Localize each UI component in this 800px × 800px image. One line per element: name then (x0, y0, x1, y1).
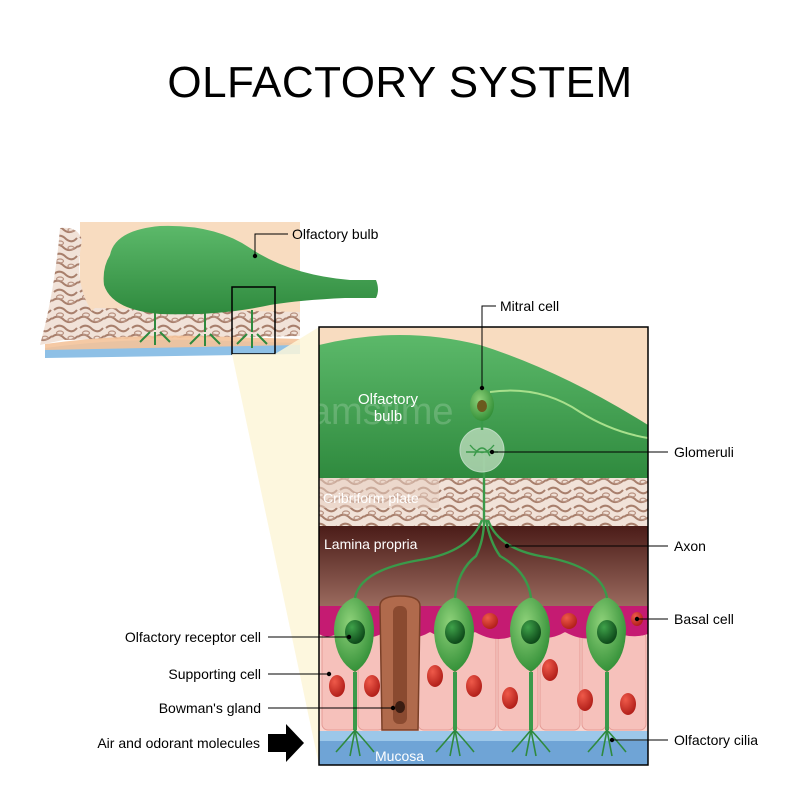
label-axon: Axon (674, 538, 706, 554)
detail-panel: dreamstime Olfactory bulb Cribriform pla… (255, 327, 648, 765)
leader-dots-left (326, 634, 396, 711)
label-air-odorant: Air and odorant molecules (97, 735, 260, 751)
receptor-cell (510, 597, 550, 730)
leader-dots-right (479, 385, 640, 743)
leaders-left (268, 636, 393, 709)
layer-label-lamina: Lamina propria (324, 536, 418, 552)
receptor-cell (586, 597, 626, 730)
label-mitral-cell: Mitral cell (500, 298, 559, 314)
zoom-cone (232, 327, 319, 765)
label-olfactory-cilia: Olfactory cilia (674, 732, 758, 748)
overview-cribriform (60, 308, 300, 340)
mitral-cell (470, 389, 648, 439)
olfactory-receptor-cells (334, 597, 626, 730)
overview-illustration (40, 222, 378, 765)
label-bowmans-gland: Bowman's gland (159, 700, 261, 716)
bowmans-gland (379, 595, 421, 731)
label-basal-cell: Basal cell (674, 611, 734, 627)
leaders-right (481, 305, 668, 741)
label-supporting-cell: Supporting cell (168, 666, 261, 682)
layer-lamina-propria (319, 526, 648, 606)
leader-olfactory-bulb (252, 233, 288, 259)
supporting-cell-nuclei (329, 612, 643, 715)
overview-olfactory-bulb (103, 225, 378, 315)
receptor-cell (434, 597, 474, 730)
layer-label-bulb-line1: Olfactory (358, 391, 419, 408)
overview-nerve-fibers (139, 310, 268, 348)
label-olfactory-bulb-outer: Olfactory bulb (292, 226, 379, 242)
watermark: dreamstime (255, 391, 454, 433)
axons (353, 455, 609, 599)
olfactory-cilia (335, 729, 627, 757)
air-flow-arrow-icon (268, 724, 304, 762)
layer-label-cribriform: Cribriform plate (323, 490, 419, 506)
glomerulus (459, 427, 505, 473)
layer-label-mucosa: Mucosa (375, 748, 424, 764)
diagram-title: OLFACTORY SYSTEM (167, 58, 633, 107)
layer-label-bulb-line2: bulb (374, 408, 402, 425)
label-glomeruli: Glomeruli (674, 444, 734, 460)
label-olfactory-receptor-cell: Olfactory receptor cell (125, 629, 261, 645)
